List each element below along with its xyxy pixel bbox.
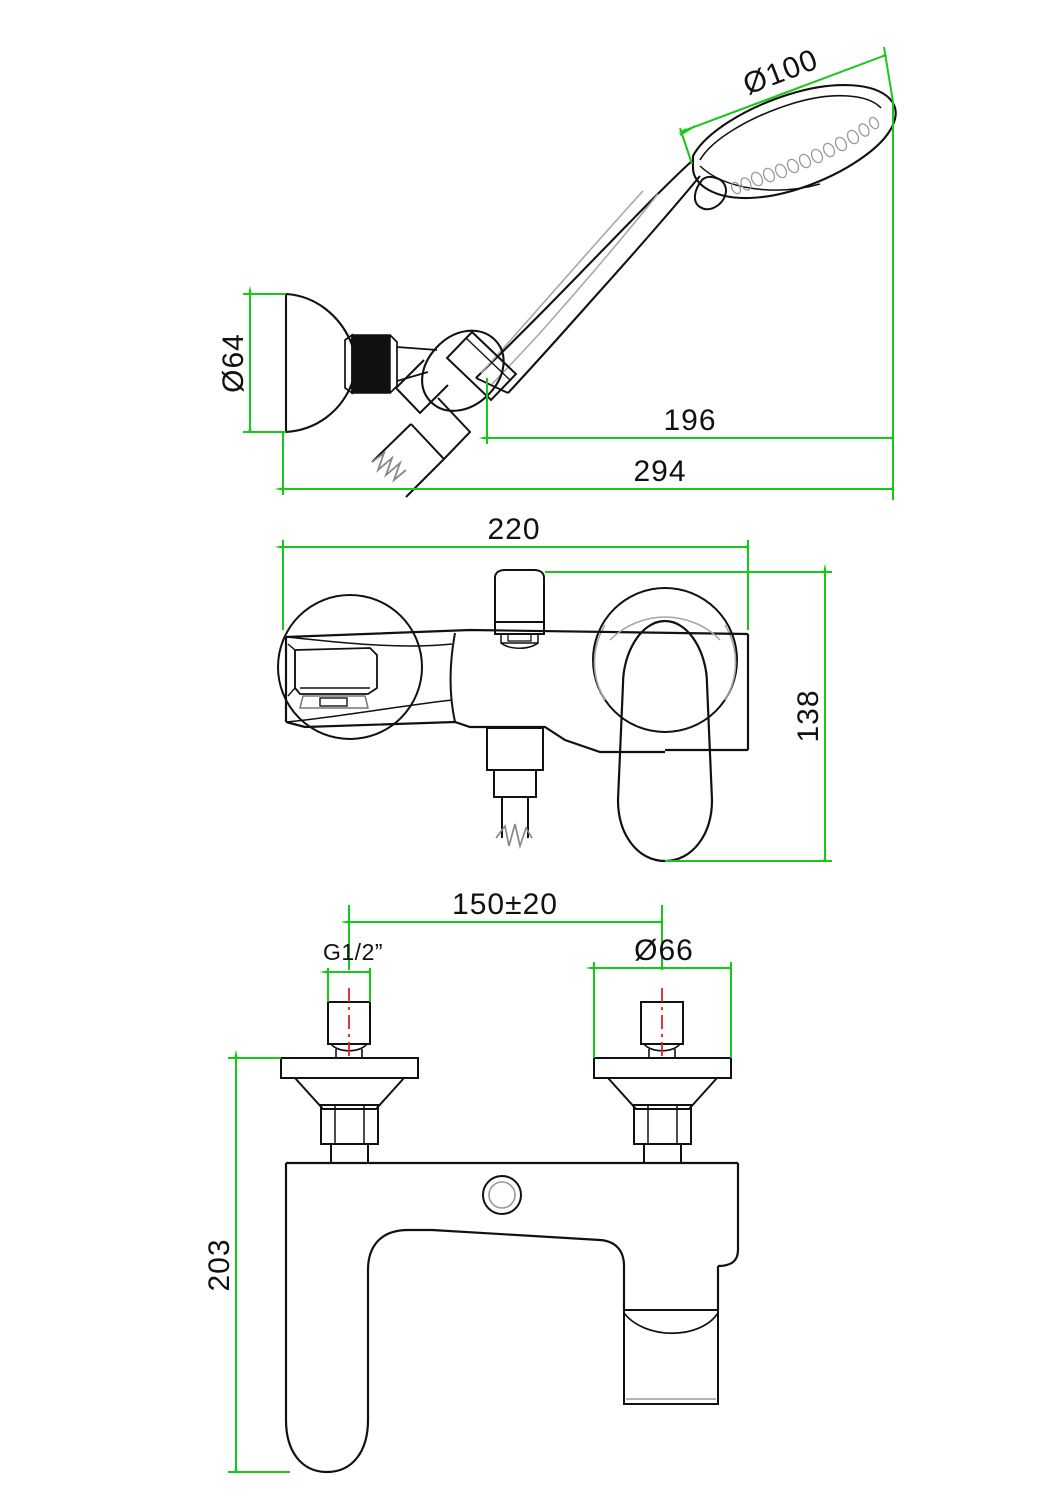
inlet-right-hex-nut bbox=[633, 1104, 692, 1145]
dim-150pm20-label: 150±20 bbox=[452, 888, 558, 921]
dim-d66-label: Ø66 bbox=[634, 934, 694, 967]
dim-220: 220 bbox=[274, 513, 749, 630]
dim-196: 196 bbox=[478, 378, 894, 444]
holder-collar bbox=[344, 333, 398, 395]
view-handshower: Ø100 Ø64 196 294 bbox=[217, 43, 897, 500]
handshower-thumb-tab bbox=[694, 175, 727, 211]
dim-g12: G1/2” bbox=[319, 939, 383, 1002]
dim-138: 138 bbox=[545, 563, 832, 862]
front-hose-outlet bbox=[623, 1309, 719, 1405]
dim-150pm20: 150±20 bbox=[340, 888, 663, 970]
inlet-left-hex-nut bbox=[320, 1104, 379, 1145]
dim-294: 294 bbox=[274, 432, 894, 495]
holder-connecting-rod bbox=[396, 346, 438, 382]
dim-d66: Ø66 bbox=[585, 934, 732, 1058]
front-inlet-left bbox=[280, 988, 419, 1163]
side-hose-break-line bbox=[495, 823, 533, 850]
inlet-right-shank bbox=[643, 1144, 682, 1163]
side-diverter-knob bbox=[494, 569, 545, 649]
dim-196-label: 196 bbox=[663, 404, 716, 437]
dim-g12-label: G1/2” bbox=[323, 939, 383, 965]
view-front: 150±20 G1/2” Ø66 203 bbox=[203, 888, 740, 1474]
inlet-left-shank bbox=[330, 1144, 369, 1163]
side-lever-handle bbox=[616, 619, 714, 863]
dim-203-label: 203 bbox=[203, 1238, 236, 1291]
handshower-grip-highlight bbox=[480, 190, 659, 385]
hose-break-line bbox=[371, 450, 407, 483]
dim-294-label: 294 bbox=[633, 455, 686, 488]
front-inlet-right bbox=[593, 988, 732, 1163]
inlet-right-escutcheon bbox=[593, 1057, 732, 1110]
dim-d64: Ø64 bbox=[217, 285, 286, 433]
side-spout-body bbox=[285, 632, 456, 723]
side-spout-mouth bbox=[287, 643, 378, 709]
front-body-inner-contour bbox=[366, 1228, 626, 1310]
dim-220-label: 220 bbox=[487, 513, 540, 546]
side-lever-hidden-arc bbox=[609, 616, 721, 641]
side-wall-flanges bbox=[277, 587, 738, 740]
dim-d64-label: Ø64 bbox=[217, 333, 250, 393]
holder-arm bbox=[394, 359, 472, 461]
dim-203: 203 bbox=[203, 1049, 290, 1473]
front-body-outline bbox=[284, 1161, 740, 1474]
front-body-plug bbox=[482, 1175, 522, 1215]
inlet-left-escutcheon bbox=[280, 1057, 419, 1110]
dim-138-label: 138 bbox=[792, 689, 825, 742]
view-side: 220 138 bbox=[274, 513, 832, 863]
